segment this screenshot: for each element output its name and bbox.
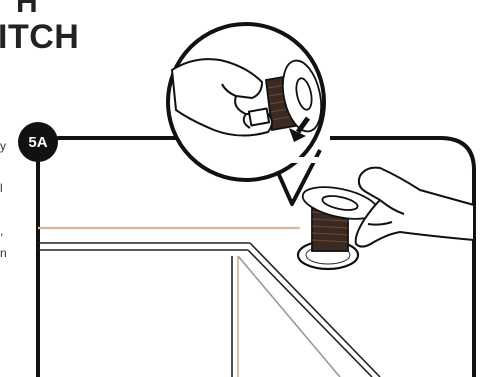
step-badge: 5A — [18, 122, 58, 162]
hand-main — [356, 168, 474, 247]
step-badge-label: 5A — [28, 134, 47, 151]
